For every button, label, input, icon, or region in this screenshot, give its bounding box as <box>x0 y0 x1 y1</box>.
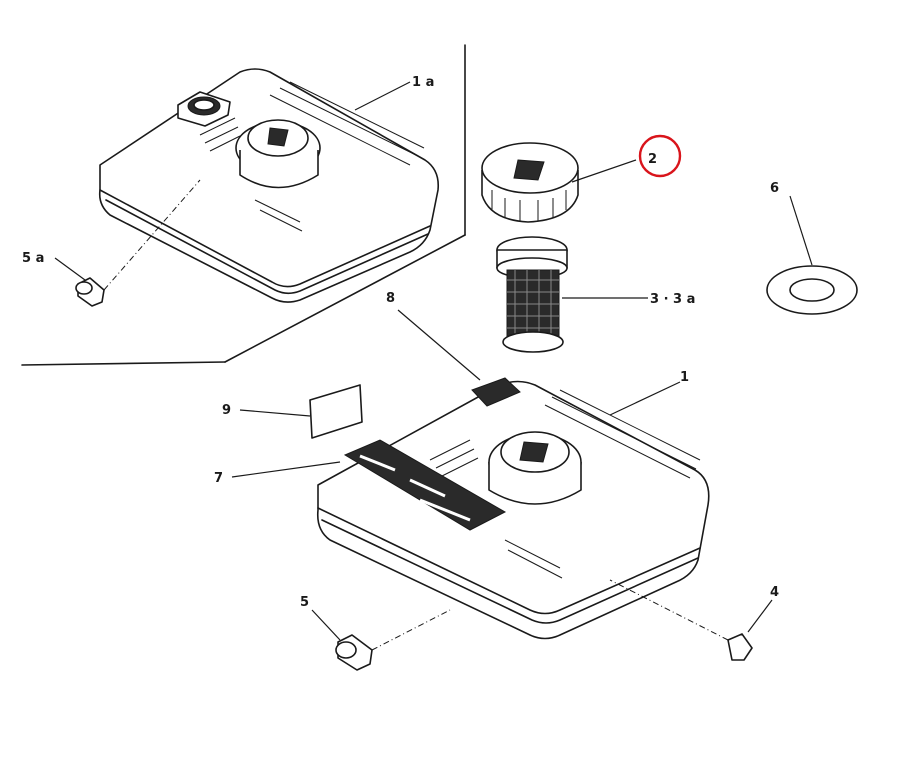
highlight-circle <box>638 134 682 178</box>
label-8: 8 <box>386 291 395 306</box>
drain-bolt <box>609 579 753 661</box>
label-7: 7 <box>214 471 223 486</box>
gasket <box>766 265 858 315</box>
fuel-tank-old <box>98 68 440 303</box>
label-4: 4 <box>770 585 779 600</box>
label-5a: 5 a <box>22 251 44 266</box>
drain-plug <box>335 609 451 671</box>
label-1a: 1 a <box>412 75 434 90</box>
label-sticker-9 <box>309 384 363 439</box>
label-6: 6 <box>770 181 779 196</box>
label-3-3a: 3 · 3 a <box>650 292 695 307</box>
callout-labels: 1 a 2 3 · 3 a 6 1 8 9 7 5 4 5 a <box>22 75 779 610</box>
drain-plug-old <box>75 179 201 307</box>
leader-lines <box>54 81 813 641</box>
label-5: 5 <box>300 595 309 610</box>
fuel-strainer <box>496 236 568 353</box>
fuel-tank-main <box>316 377 710 640</box>
inset-frame <box>21 44 466 366</box>
label-9: 9 <box>222 403 231 418</box>
fuel-cap <box>481 142 579 223</box>
label-2: 2 <box>648 152 657 167</box>
label-1: 1 <box>680 370 689 385</box>
